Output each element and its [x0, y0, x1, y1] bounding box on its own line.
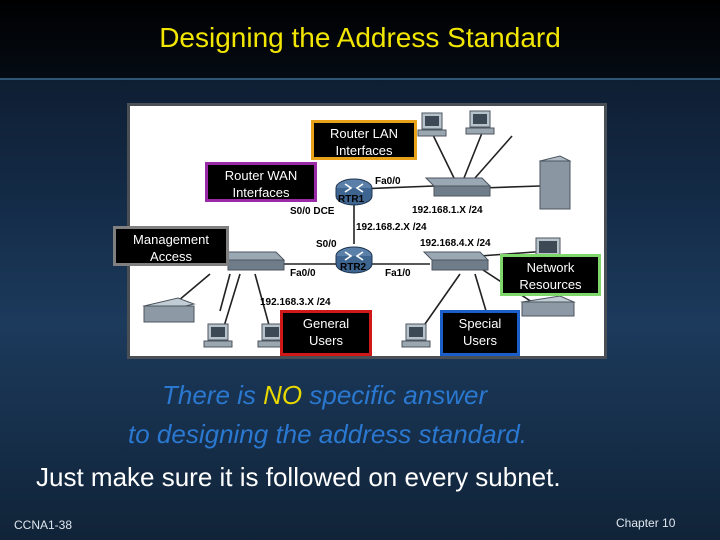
pc-bottom-3-icon [401, 323, 431, 348]
callout-management-access: Management Access [113, 226, 229, 266]
title-separator [0, 78, 720, 80]
printer-left-icon [142, 297, 196, 323]
switch-right-icon [422, 251, 490, 271]
router-rtr2-icon [335, 246, 373, 274]
label-fa00-top: Fa0/0 [375, 176, 401, 187]
pc-bottom-1-icon [203, 323, 233, 348]
callout-network-resources: Network Resources [500, 254, 601, 296]
router-rtr1-icon [335, 178, 373, 206]
label-s00-dce: S0/0 DCE [290, 206, 335, 217]
callout-general-users: General Users [280, 310, 372, 356]
label-net-192-168-2: 192.168.2.X /24 [356, 222, 427, 233]
pc-top-2-icon [465, 110, 495, 135]
message-line-1-after: specific answer [302, 380, 488, 410]
pc-top-1-icon [417, 112, 447, 137]
switch-left-icon [218, 251, 286, 271]
label-rtr1: RTR1 [338, 194, 365, 205]
label-net-192-168-1: 192.168.1.X /24 [412, 205, 483, 216]
pc-bottom-2-icon [257, 323, 287, 348]
message-line-1-before: There is [162, 380, 264, 410]
message-line-1: There is NO specific answer [162, 380, 487, 411]
footer-right: Chapter 10 [616, 516, 676, 530]
label-s00: S0/0 [316, 239, 337, 250]
switch-top-icon [424, 177, 492, 197]
message-line-3: Just make sure it is followed on every s… [36, 462, 561, 492]
label-fa00-bottom: Fa0/0 [290, 268, 316, 279]
label-fa10: Fa1/0 [385, 268, 411, 279]
callout-router-lan: Router LAN Interfaces [311, 120, 417, 160]
printer-right-icon [520, 295, 576, 317]
slide-title: Designing the Address Standard [159, 22, 561, 53]
message-line-2: to designing the address standard. [128, 419, 527, 449]
callout-special-users: Special Users [440, 310, 520, 356]
label-rtr2: RTR2 [340, 262, 367, 273]
callout-router-wan: Router WAN Interfaces [205, 162, 317, 202]
label-net-192-168-3: 192.168.3.X /24 [260, 297, 331, 308]
title-bar [0, 0, 720, 78]
server-top-icon [538, 155, 572, 210]
message-no-emphasis: NO [263, 380, 303, 410]
footer-left: CCNA1-38 [14, 518, 73, 532]
label-net-192-168-4: 192.168.4.X /24 [420, 238, 491, 249]
